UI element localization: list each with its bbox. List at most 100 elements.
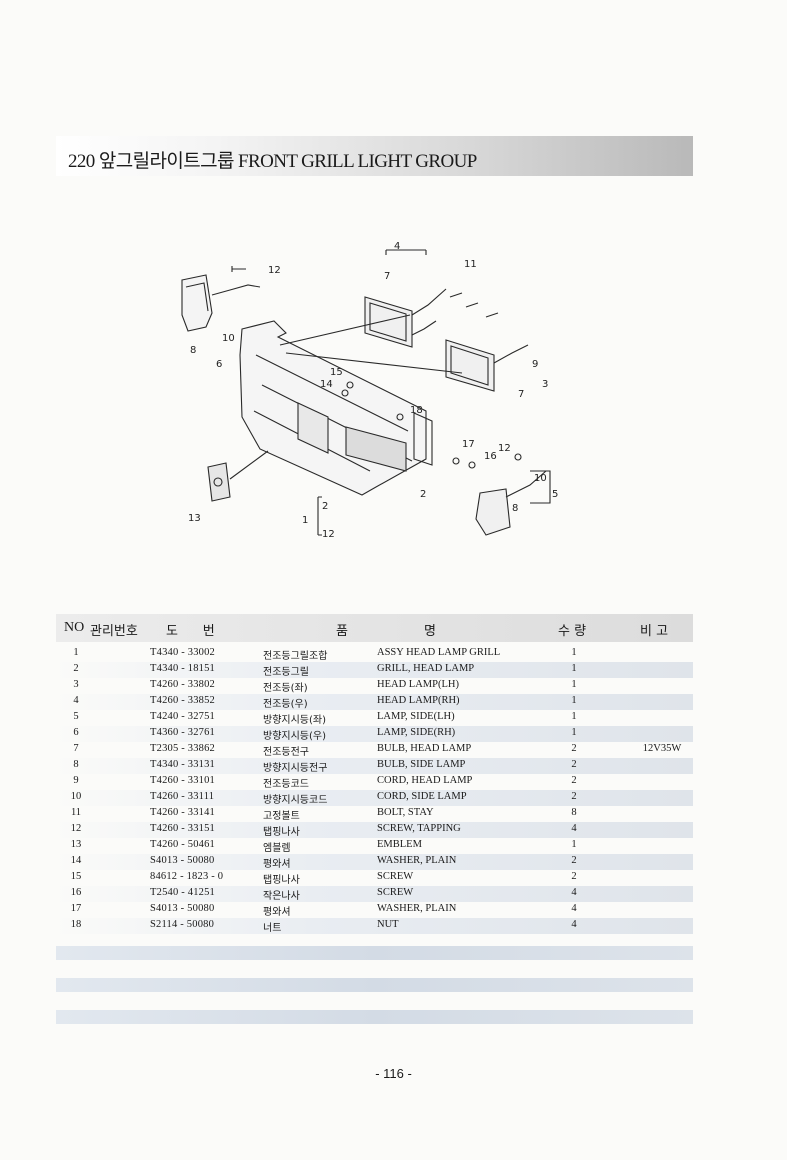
row-part-no: T4260 - 50461 <box>150 839 216 850</box>
parts-table-body: 1 T4340 - 33002 전조등그릴조합 ASSY HEAD LAMP G… <box>56 646 693 934</box>
row-part-no: T4260 - 33111 <box>150 791 215 802</box>
row-part-no: T4260 - 33151 <box>150 823 216 834</box>
emblem-shape <box>207 462 231 502</box>
row-no: 17 <box>70 903 82 914</box>
parts-diagram-svg: 12 10 8 6 4 7 11 9 3 7 15 14 18 17 16 12… <box>181 241 558 540</box>
row-no: 16 <box>70 887 82 898</box>
callout-14: 14 <box>320 379 333 390</box>
row-name-en: WASHER, PLAIN <box>377 903 457 914</box>
row-no: 10 <box>70 791 82 802</box>
row-name-en: HEAD LAMP(RH) <box>377 695 460 706</box>
section-title-bar: 220 앞그릴라이트그룹 FRONT GRILL LIGHT GROUP <box>56 136 693 176</box>
callout-10-right: 10 <box>534 473 547 484</box>
part-callouts: 12 10 8 6 4 7 11 9 3 7 15 14 18 17 16 12… <box>188 241 558 540</box>
row-no: 2 <box>73 663 79 674</box>
row-name-kr: 탭핑나사 <box>263 875 300 886</box>
row-qty: 2 <box>571 791 577 802</box>
callout-15: 15 <box>330 367 343 378</box>
row-no: 13 <box>70 839 82 850</box>
table-row: 10 T4260 - 33111 방향지시등코드 CORD, SIDE LAMP… <box>56 790 693 806</box>
callout-16: 16 <box>484 451 497 462</box>
table-row: 8 T4340 - 33131 방향지시등전구 BULB, SIDE LAMP … <box>56 758 693 774</box>
row-name-en: ASSY HEAD LAMP GRILL <box>377 647 501 658</box>
row-no: 3 <box>73 679 79 690</box>
row-name-kr: 평와셔 <box>263 907 291 918</box>
row-no: 4 <box>73 695 79 706</box>
row-part-no: T4260 - 33802 <box>150 679 216 690</box>
table-row: 4 T4260 - 33852 전조등(우) HEAD LAMP(RH) 1 <box>56 694 693 710</box>
row-no: 15 <box>70 871 82 882</box>
header-no: NO <box>64 620 85 635</box>
row-no: 14 <box>70 855 82 866</box>
callout-18: 18 <box>410 405 423 416</box>
callout-10-left: 10 <box>222 333 235 344</box>
header-note: 비 고 <box>640 624 669 639</box>
exploded-parts-diagram: 12 10 8 6 4 7 11 9 3 7 15 14 18 17 16 12… <box>150 235 590 555</box>
row-name-en: EMBLEM <box>377 839 422 850</box>
row-name-en: BULB, SIDE LAMP <box>377 759 466 770</box>
row-name-en: BULB, HEAD LAMP <box>377 743 472 754</box>
row-qty: 1 <box>571 663 577 674</box>
row-qty: 4 <box>571 919 577 930</box>
row-name-kr: 전조등(우) <box>263 699 308 710</box>
row-qty: 1 <box>571 711 577 722</box>
row-name-en: NUT <box>377 919 399 930</box>
callout-8-left: 8 <box>190 345 196 356</box>
row-qty: 2 <box>571 759 577 770</box>
row-name-kr: 전조등그릴 <box>263 667 309 678</box>
row-no: 6 <box>73 727 79 738</box>
section-title: 220 앞그릴라이트그룹 FRONT GRILL LIGHT GROUP <box>68 151 477 172</box>
row-part-no: T4340 - 33002 <box>150 647 216 658</box>
row-part-no: T2540 - 41251 <box>150 887 216 898</box>
header-mgmt-no: 관리번호 <box>90 624 138 639</box>
parts-table-header: NO 관리번호 도 번 품 명 수 량 비 고 <box>56 614 693 642</box>
row-note: 12V35W <box>642 743 682 754</box>
callout-13: 13 <box>188 513 201 524</box>
row-name-en: GRILL, HEAD LAMP <box>377 663 475 674</box>
row-name-en: SCREW <box>377 871 414 882</box>
callout-1: 1 <box>302 515 308 526</box>
row-no: 11 <box>70 807 82 818</box>
row-name-kr: 작은나사 <box>263 891 300 902</box>
header-drawing-no: 도 번 <box>166 624 215 639</box>
row-name-kr: 전조등전구 <box>263 747 309 758</box>
row-name-kr: 엠블렘 <box>263 843 291 854</box>
row-part-no: T4360 - 32761 <box>150 727 216 738</box>
callout-12-bracket: 12 <box>322 529 335 540</box>
head-lamp-left-shape <box>364 296 413 348</box>
callout-5: 5 <box>552 489 558 500</box>
row-name-kr: 방향지시등전구 <box>263 763 328 774</box>
row-qty: 1 <box>571 647 577 658</box>
row-name-en: HEAD LAMP(LH) <box>377 679 459 690</box>
callout-6: 6 <box>216 359 222 370</box>
table-row: 7 T2305 - 33862 전조등전구 BULB, HEAD LAMP 2 … <box>56 742 693 758</box>
row-qty: 2 <box>571 775 577 786</box>
row-part-no: T2305 - 33862 <box>150 743 216 754</box>
row-qty: 2 <box>571 855 577 866</box>
row-no: 18 <box>70 919 82 930</box>
table-row: 2 T4340 - 18151 전조등그릴 GRILL, HEAD LAMP 1 <box>56 662 693 678</box>
row-qty: 1 <box>571 695 577 706</box>
callout-7-top: 7 <box>384 271 390 282</box>
row-name-kr: 너트 <box>263 923 282 934</box>
side-lamp-right-shape <box>475 488 511 536</box>
page-number: - 116 - <box>375 1066 412 1081</box>
row-part-no: 84612 - 1823 - 0 <box>150 871 224 882</box>
row-name-en: SCREW <box>377 887 414 898</box>
table-row: 5 T4240 - 32751 방향지시등(좌) LAMP, SIDE(LH) … <box>56 710 693 726</box>
row-part-no: S2114 - 50080 <box>150 919 215 930</box>
row-name-kr: 전조등(좌) <box>263 683 308 694</box>
row-part-no: T4260 - 33852 <box>150 695 216 706</box>
table-row: 14 S4013 - 50080 평와셔 WASHER, PLAIN 2 <box>56 854 693 870</box>
table-row: 6 T4360 - 32761 방향지시등(우) LAMP, SIDE(RH) … <box>56 726 693 742</box>
table-row: 17 S4013 - 50080 평와셔 WASHER, PLAIN 4 <box>56 902 693 918</box>
row-name-kr: 방향지시등코드 <box>263 795 328 806</box>
row-qty: 8 <box>571 807 577 818</box>
row-name-en: BOLT, STAY <box>377 807 434 818</box>
row-qty: 4 <box>571 903 577 914</box>
header-item: 품 <box>336 624 348 639</box>
row-qty: 1 <box>571 727 577 738</box>
callout-9: 9 <box>532 359 538 370</box>
row-name-en: CORD, SIDE LAMP <box>377 791 467 802</box>
empty-table-band <box>56 1010 693 1024</box>
